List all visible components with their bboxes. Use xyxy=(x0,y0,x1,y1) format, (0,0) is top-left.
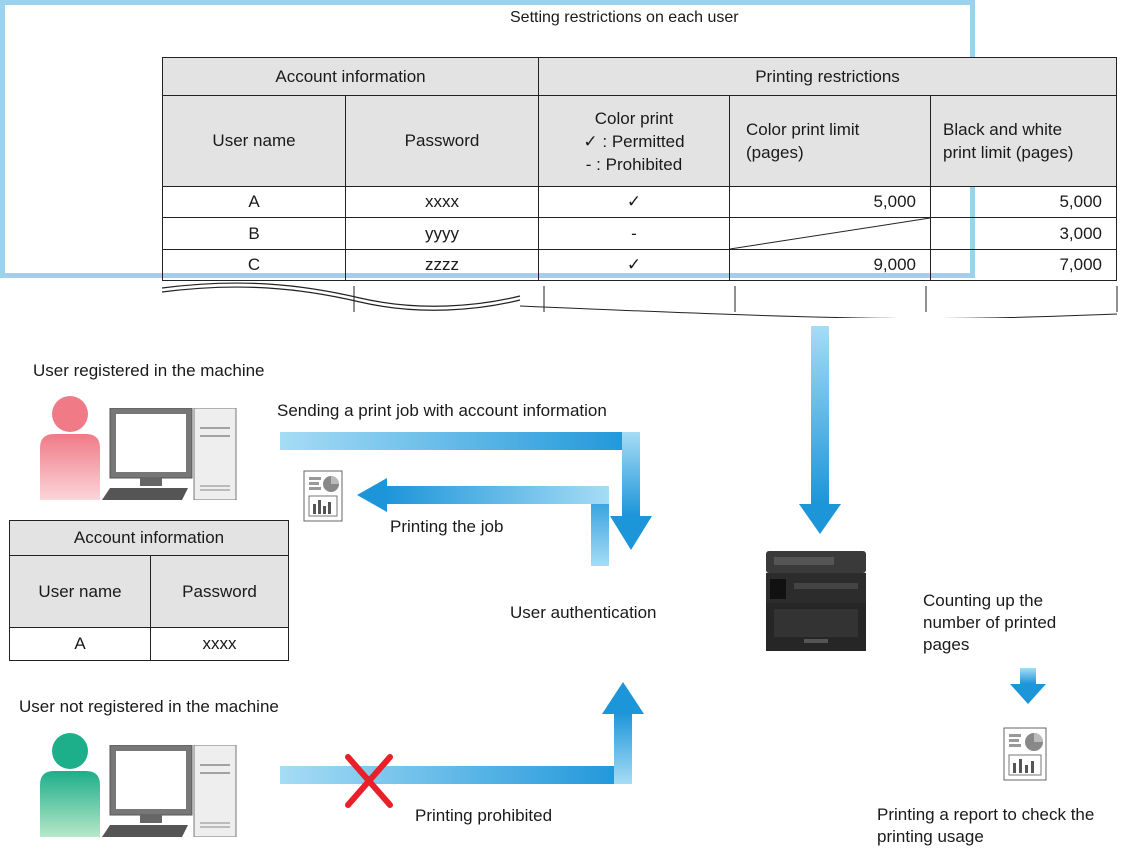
cell-color: ✓ xyxy=(538,249,730,281)
cell-color-limit: 5,000 xyxy=(729,186,931,218)
table-header-row: User name Password xyxy=(9,555,289,628)
table-row: A xxxx xyxy=(9,627,289,661)
printed-document-icon xyxy=(303,470,343,522)
prohibited-x-icon xyxy=(345,754,393,808)
registered-user-icon xyxy=(40,396,100,500)
cell-password: xxxx xyxy=(345,186,539,218)
printing-prohibited-label: Printing prohibited xyxy=(415,806,553,825)
report-label: Printing a report to check the printing … xyxy=(877,805,1095,846)
table-continuation-wave xyxy=(161,282,1118,318)
col-color-limit: Color print limit (pages) xyxy=(729,95,931,187)
cell-color-limit-na xyxy=(729,217,931,250)
table-header-row: Account information Printing restriction… xyxy=(162,57,1117,96)
table-header-row: User name Password Color print ✓ : Permi… xyxy=(162,95,1117,187)
table-row: C zzzz ✓ 9,000 7,000 xyxy=(162,249,1117,281)
cell-password: yyyy xyxy=(345,217,539,250)
cell-password: xxxx xyxy=(150,627,289,661)
report-document-icon xyxy=(1003,727,1047,781)
cell-bw-limit: 7,000 xyxy=(930,249,1117,281)
not-registered-user-label: User not registered in the machine xyxy=(19,697,279,716)
account-info-header: Account information xyxy=(162,57,539,96)
col-color-limit-line2: (pages) xyxy=(746,143,804,162)
printing-job-label: Printing the job xyxy=(390,517,504,536)
printing-job-arrow xyxy=(357,478,609,566)
col-color-print-permitted: ✓ : Permitted xyxy=(583,131,685,151)
table-row: A xxxx ✓ 5,000 5,000 xyxy=(162,186,1117,218)
col-color-print-prohibited: - : Prohibited xyxy=(585,154,683,174)
unregistered-user-icon xyxy=(40,733,100,837)
prohibited-job-arrow xyxy=(280,682,644,784)
col-user-name: User name xyxy=(162,95,346,187)
account-info-table: Account information User name Password A… xyxy=(9,520,289,661)
user-authentication-label: User authentication xyxy=(510,603,657,622)
printer-icon xyxy=(766,551,866,651)
registered-user-label: User registered in the machine xyxy=(33,361,265,380)
send-job-arrow xyxy=(280,432,652,550)
arrow-to-printer xyxy=(799,326,841,534)
cell-user: A xyxy=(9,627,151,661)
printing-restrictions-header: Printing restrictions xyxy=(538,57,1117,96)
col-password: Password xyxy=(150,555,289,628)
col-color-print: Color print ✓ : Permitted - : Prohibited xyxy=(538,95,730,187)
cell-color: - xyxy=(538,217,730,250)
cell-bw-limit: 5,000 xyxy=(930,186,1117,218)
col-password: Password xyxy=(345,95,539,187)
diagonal-slash-icon xyxy=(730,218,930,249)
cell-color: ✓ xyxy=(538,186,730,218)
col-bw-limit: Black and white print limit (pages) xyxy=(930,95,1117,187)
cell-user: A xyxy=(162,186,346,218)
col-bw-limit-line2: print limit (pages) xyxy=(943,143,1074,162)
cell-bw-limit: 3,000 xyxy=(930,217,1117,250)
table-header-row: Account information xyxy=(9,520,289,556)
computer-icon xyxy=(102,408,237,500)
restrictions-title: Setting restrictions on each user xyxy=(510,9,739,26)
down-arrow-to-report xyxy=(1010,668,1046,704)
counting-label: Counting up the number of printed pages xyxy=(923,591,1057,654)
computer-icon xyxy=(102,745,237,837)
cell-user: B xyxy=(162,217,346,250)
cell-password: zzzz xyxy=(345,249,539,281)
restrictions-table: Account information Printing restriction… xyxy=(162,57,1117,281)
col-color-limit-line1: Color print limit xyxy=(746,120,860,139)
account-info-title: Account information xyxy=(9,520,289,556)
col-bw-limit-line1: Black and white xyxy=(943,120,1063,139)
cell-color-limit: 9,000 xyxy=(729,249,931,281)
sending-job-label: Sending a print job with account informa… xyxy=(277,401,607,420)
table-row: B yyyy - 3,000 xyxy=(162,217,1117,250)
col-user-name: User name xyxy=(9,555,151,628)
cell-user: C xyxy=(162,249,346,281)
col-color-print-title: Color print xyxy=(594,108,674,128)
